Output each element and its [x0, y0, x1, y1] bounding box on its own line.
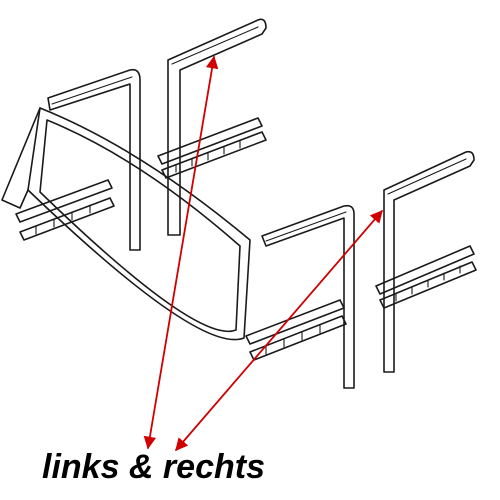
pointer-arrow-left: [143, 55, 219, 450]
right-channel-strip-top: [375, 245, 477, 309]
caption-label: links & rechts: [42, 448, 265, 486]
left-channel-strip-top: [157, 117, 267, 179]
windscreen-seal: [1, 107, 251, 341]
left-quarter-seal: [47, 68, 141, 251]
pointer-arrows: [143, 55, 383, 451]
left-channel-strip-bottom: [15, 179, 115, 241]
right-door-frame-seal: [383, 150, 475, 373]
left-door-frame-seal: [167, 18, 267, 236]
pointer-arrow-right: [175, 210, 383, 451]
